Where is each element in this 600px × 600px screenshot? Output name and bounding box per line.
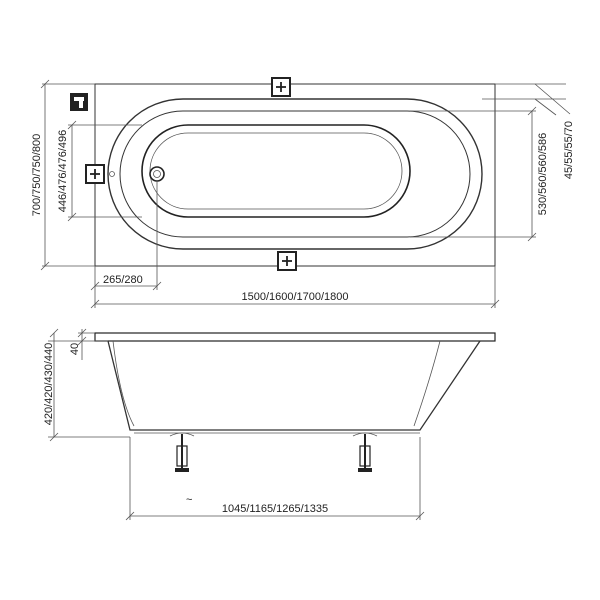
- wave-symbol: ~: [186, 494, 192, 506]
- inner-width-dimension-label: 446/476/476/496: [57, 130, 69, 213]
- tub-rim-side: [94, 332, 496, 342]
- tub-basin-inner: [119, 110, 471, 238]
- leg-icon: [169, 432, 195, 472]
- length-dimension-label: 1500/1600/1700/1800: [241, 291, 348, 303]
- support-bracket-icon: [277, 251, 297, 271]
- tub-floor: [141, 124, 411, 218]
- drain-icon: [149, 166, 165, 182]
- top-view: 700/750/750/800 446/476/476/496 530/560/…: [31, 77, 575, 309]
- tub-basin-outer: [107, 98, 483, 250]
- side-view: 420/420/430/440 40 ~ 1045/1165/1265/1335: [43, 328, 496, 521]
- rim-thickness-label: 40: [69, 343, 81, 355]
- rim-dimension-label: 45/55/55/70: [563, 121, 575, 179]
- support-bracket-icon: [271, 77, 291, 97]
- height-dimension-label: 420/420/430/440: [43, 343, 55, 426]
- tub-body-side: [107, 340, 481, 431]
- base-length-label: 1045/1165/1265/1335: [222, 503, 328, 515]
- leg-icon: [352, 432, 378, 472]
- right-inner-dimension-label: 530/560/560/586: [537, 133, 549, 216]
- overflow-icon: [109, 171, 115, 177]
- tub-floor-inner: [149, 132, 403, 210]
- drain-offset-label: 265/280: [103, 274, 143, 286]
- width-dimension-label: 700/750/750/800: [31, 134, 43, 217]
- faucet-icon: [70, 93, 88, 111]
- support-bracket-icon: [85, 164, 105, 184]
